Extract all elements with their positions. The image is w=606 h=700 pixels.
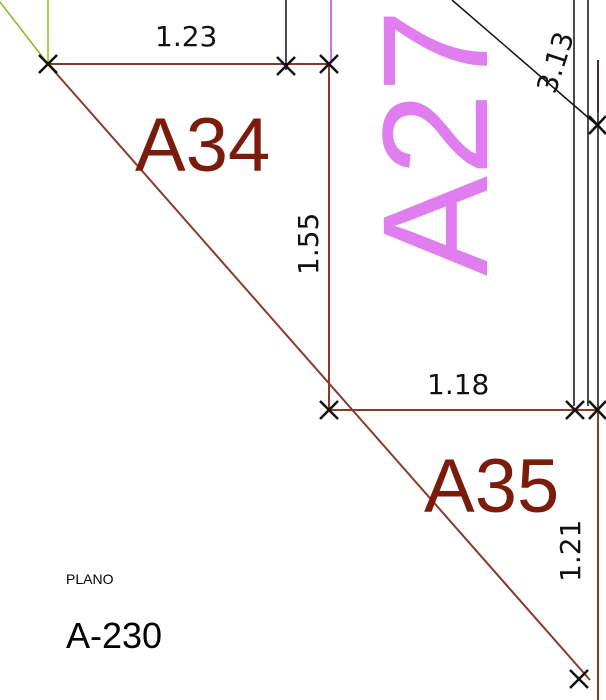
dimension-1-55: 1.55 — [292, 213, 325, 275]
wall-diagonal — [47, 63, 591, 681]
dimension-1-18: 1.18 — [427, 368, 489, 401]
area-label-a34: A34 — [135, 103, 270, 188]
green-guide-line — [0, 1, 49, 65]
area-label-a35: A35 — [424, 444, 559, 529]
dimension-1-23: 1.23 — [155, 20, 217, 53]
area-label-a27: A27 — [351, 9, 519, 276]
dimension-lines — [285, 0, 599, 410]
corner-marker — [569, 669, 589, 689]
plan-label: PLANO — [66, 571, 114, 587]
corner-marker — [38, 54, 58, 74]
corner-marker — [588, 115, 606, 135]
plan-code: A-230 — [66, 615, 163, 656]
walls — [47, 63, 599, 700]
right-wall-lines — [573, 0, 589, 406]
corner-marker — [319, 400, 339, 420]
corner-marker — [588, 400, 606, 420]
corner-markers — [38, 54, 606, 689]
corner-marker — [276, 56, 296, 76]
dimension-1-21: 1.21 — [554, 520, 587, 582]
corner-marker — [319, 54, 339, 74]
corner-marker — [565, 400, 585, 420]
